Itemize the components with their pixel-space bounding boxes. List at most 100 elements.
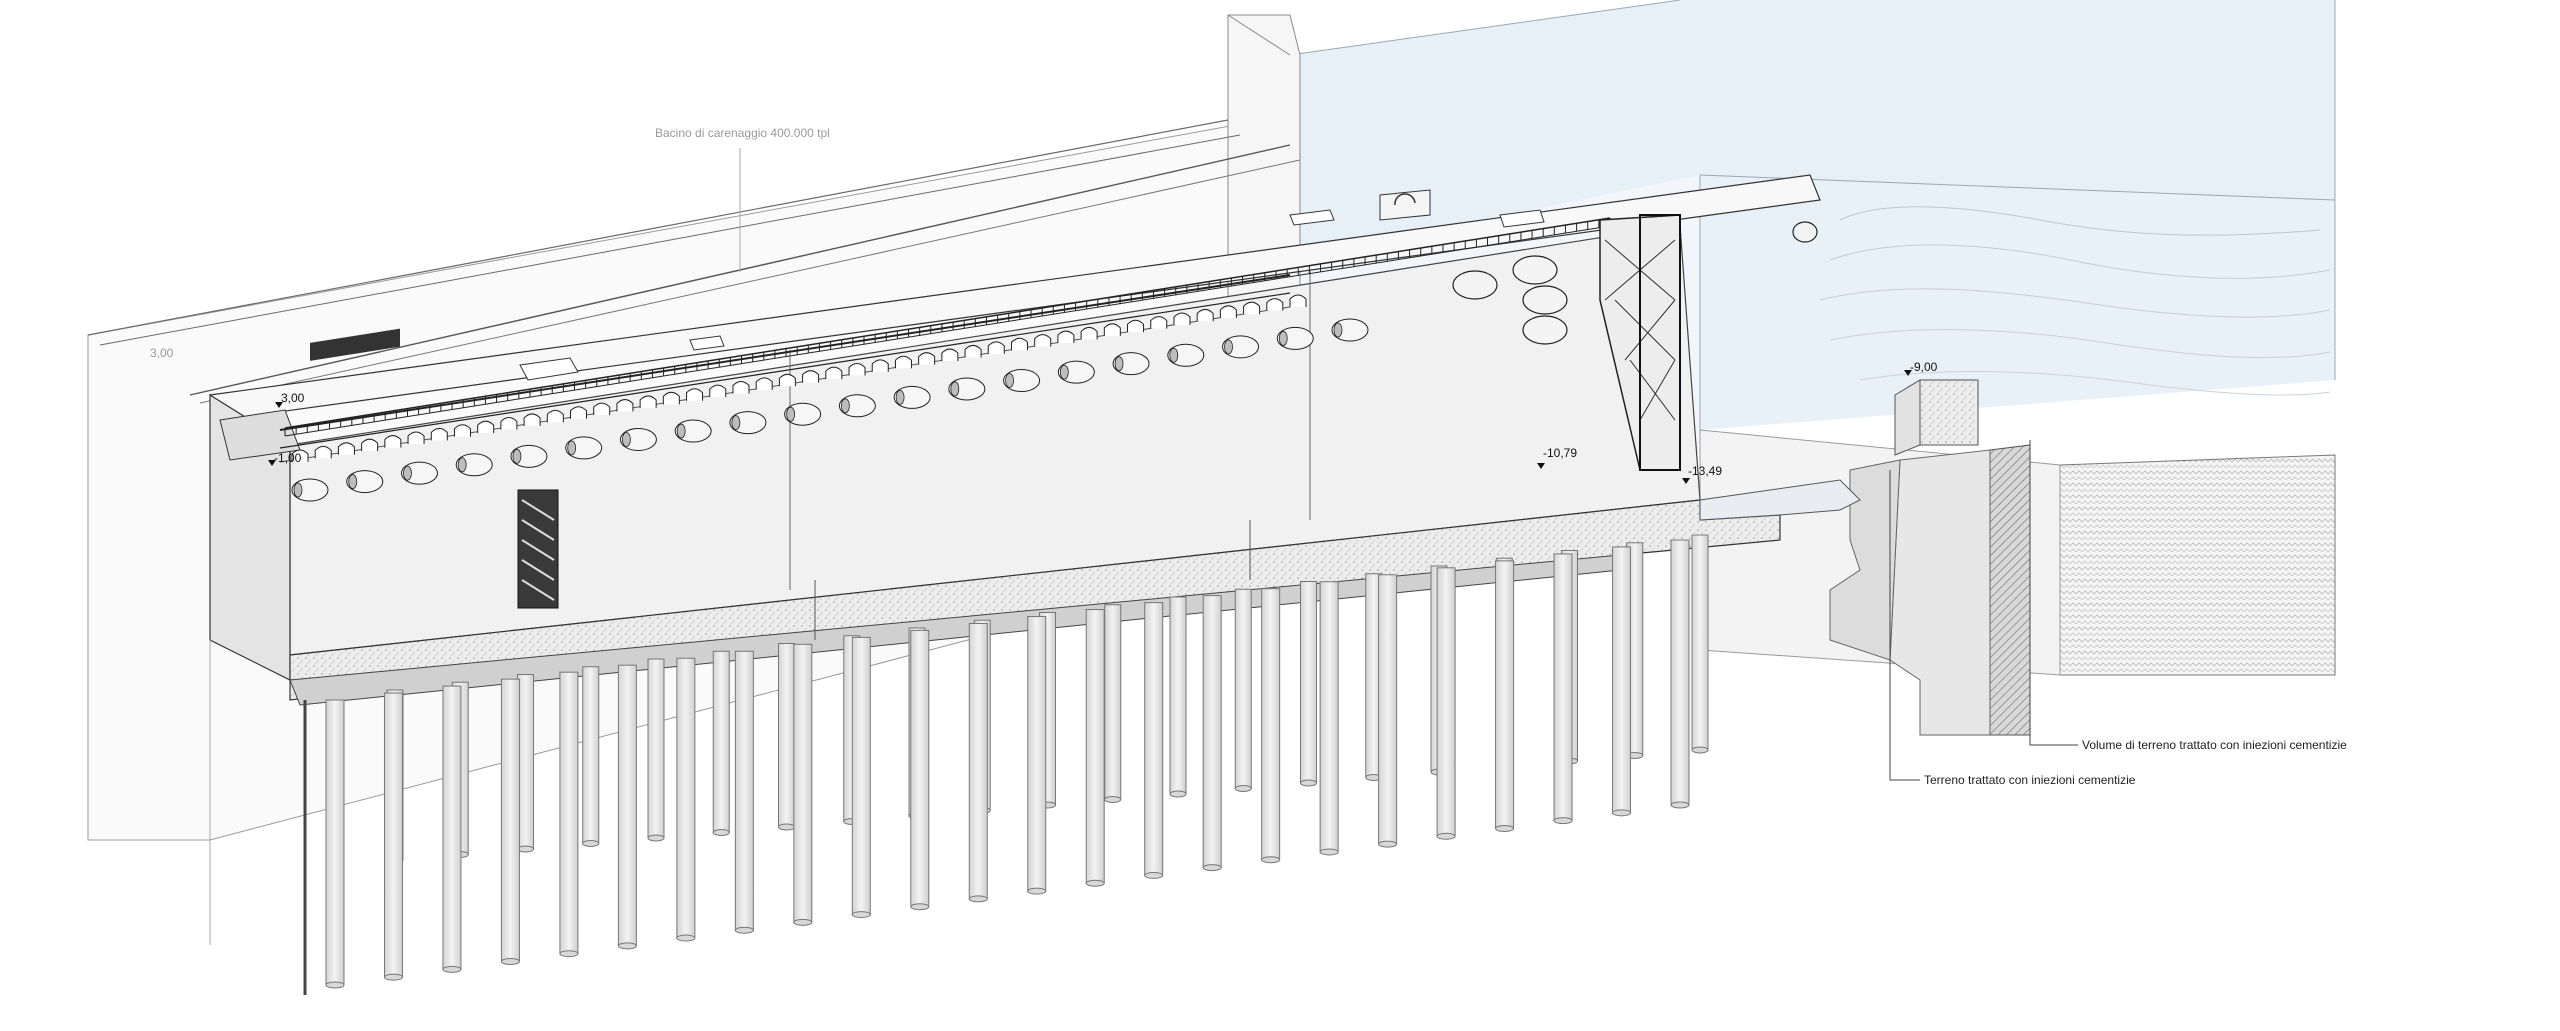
gate-mechanism — [1379, 189, 1818, 345]
foundation-piles — [325, 534, 1709, 989]
culvert-mouth — [1114, 356, 1124, 372]
pile — [1234, 588, 1252, 792]
service-gallery — [279, 274, 1307, 463]
gallery-arch — [894, 355, 912, 369]
culvert-mouth — [457, 457, 467, 473]
gallery-arch — [1127, 319, 1145, 333]
gallery-arch — [848, 362, 866, 376]
culvert-mouth — [293, 482, 303, 498]
gallery-arch — [314, 445, 332, 459]
culvert-mouth — [348, 474, 358, 489]
gallery-arch — [337, 442, 355, 455]
culvert-mouth — [1224, 339, 1233, 355]
annotation-treated-volume: Volume di terreno trattato con iniezioni… — [2082, 738, 2347, 752]
pile — [1670, 539, 1690, 809]
gallery-arch — [523, 413, 541, 426]
pile — [1553, 553, 1573, 825]
gallery-arch — [593, 402, 611, 416]
pile — [647, 658, 665, 842]
gallery-arch — [1196, 308, 1214, 322]
pile — [1300, 581, 1317, 787]
culvert-mouth — [622, 432, 631, 447]
pile — [1144, 602, 1164, 879]
pile — [676, 657, 696, 942]
culvert — [1112, 352, 1150, 376]
gallery-arch — [361, 438, 379, 452]
pile — [968, 622, 988, 903]
gallery-arch — [1057, 330, 1075, 344]
culvert-mouth — [1169, 347, 1179, 363]
culvert-openings — [291, 318, 1369, 502]
culvert — [1003, 369, 1041, 393]
gallery-arch — [1173, 312, 1191, 326]
gallery-arch — [987, 341, 1005, 354]
ghost-level-label: 3,00 — [150, 346, 174, 360]
gallery-arch — [662, 391, 680, 405]
culvert — [565, 436, 603, 460]
gallery-arch — [453, 424, 471, 437]
culvert — [784, 402, 822, 426]
gallery-arch — [802, 370, 820, 383]
annotation-treated-soil: Terreno trattato con iniezioni cementizi… — [1924, 773, 2136, 787]
pile — [1495, 560, 1515, 832]
culvert-mouth — [731, 415, 741, 431]
pile — [1169, 596, 1187, 798]
gallery-arch — [1150, 316, 1168, 329]
level-floor: -13,49 — [1688, 464, 1722, 478]
gallery-arch — [500, 417, 518, 430]
pile — [851, 636, 871, 919]
culvert — [1057, 360, 1095, 384]
gallery-arch — [686, 388, 704, 401]
gallery-arch — [1266, 298, 1284, 311]
culvert — [1167, 343, 1205, 367]
pile — [1436, 567, 1456, 840]
pile — [1104, 604, 1122, 803]
leader-lines — [739, 148, 2078, 781]
front-edge — [209, 640, 307, 995]
culvert — [1331, 318, 1369, 342]
drawing-title: Bacino di carenaggio 400.000 tpl — [655, 126, 830, 140]
gallery-arch — [291, 449, 309, 462]
gallery-arch — [941, 348, 959, 362]
gallery-arch — [1034, 334, 1052, 347]
pile — [1378, 574, 1398, 848]
culvert-mouth — [403, 465, 412, 481]
pile — [793, 643, 813, 926]
pile — [1612, 546, 1632, 817]
gallery-arch — [709, 384, 727, 398]
gallery-arch — [1219, 305, 1237, 318]
top-railing — [284, 217, 1611, 437]
pile — [617, 664, 637, 950]
culvert-mouth — [950, 381, 960, 397]
gallery-arch — [1103, 323, 1121, 336]
pile — [1691, 534, 1709, 754]
level-gallery: -10,79 — [1543, 446, 1577, 460]
gallery-arch — [825, 366, 843, 380]
pile — [1202, 595, 1222, 872]
pile — [500, 678, 520, 966]
gallery-arch — [407, 431, 425, 444]
culvert-mouth — [512, 448, 522, 464]
gallery-arch — [871, 359, 889, 372]
culvert-mouth — [1333, 322, 1343, 338]
culvert — [893, 385, 931, 409]
pile — [1365, 573, 1383, 781]
level-top-left: 3,00 — [281, 391, 305, 405]
culvert — [400, 461, 438, 485]
level-right-cap: -9,00 — [1910, 360, 1938, 374]
gallery-arch — [964, 344, 982, 358]
pile — [383, 692, 403, 981]
culvert-mouth — [786, 406, 796, 422]
gallery-arch — [546, 409, 564, 423]
pile — [325, 699, 345, 989]
gallery-arch — [384, 435, 402, 448]
gallery-arch — [616, 399, 634, 412]
gallery-arch — [477, 420, 495, 434]
culvert-mouth — [676, 423, 686, 439]
pile — [1027, 616, 1047, 895]
pile — [582, 666, 600, 847]
grouted-soil-volume — [1829, 379, 2031, 736]
gallery-arch — [1289, 294, 1307, 307]
culvert — [1276, 326, 1314, 350]
